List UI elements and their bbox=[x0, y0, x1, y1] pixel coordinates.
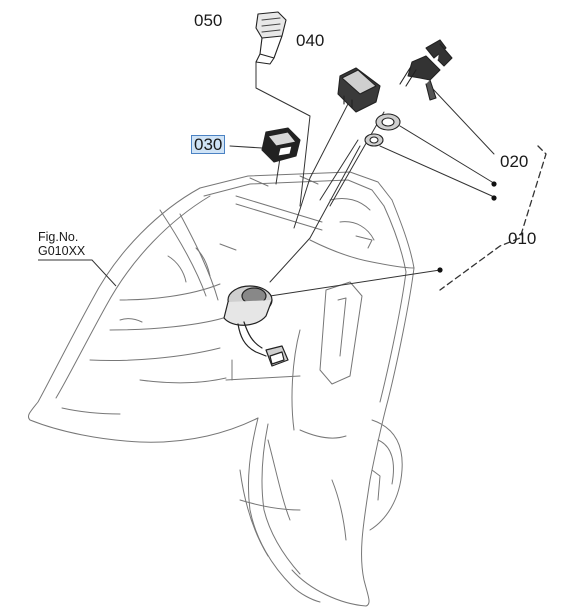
callout-010[interactable]: 010 bbox=[508, 229, 537, 248]
switch-part bbox=[261, 127, 301, 163]
ignition-switch-part bbox=[223, 285, 289, 367]
figure-ref-number: G010XX bbox=[38, 244, 86, 258]
figure-ref-label: Fig.No. bbox=[38, 230, 79, 244]
leader-dot bbox=[491, 195, 497, 201]
assembly-bracket bbox=[439, 145, 547, 291]
callout-020[interactable]: 020 bbox=[500, 152, 529, 171]
leader-dot bbox=[437, 267, 443, 273]
bezel-nut-part bbox=[364, 113, 401, 147]
leader-lines bbox=[229, 61, 495, 297]
callout-030-selected[interactable]: 030 bbox=[191, 135, 226, 154]
relay-module-part bbox=[337, 67, 381, 113]
dashboard-panel bbox=[27, 171, 415, 607]
callout-040[interactable]: 040 bbox=[296, 31, 325, 50]
keys-part bbox=[399, 39, 453, 101]
figure-reference[interactable]: Fig.No. G010XX bbox=[38, 230, 85, 258]
leader-dot bbox=[491, 181, 497, 187]
callout-050[interactable]: 050 bbox=[194, 11, 223, 30]
connector-plug-part bbox=[255, 11, 287, 65]
